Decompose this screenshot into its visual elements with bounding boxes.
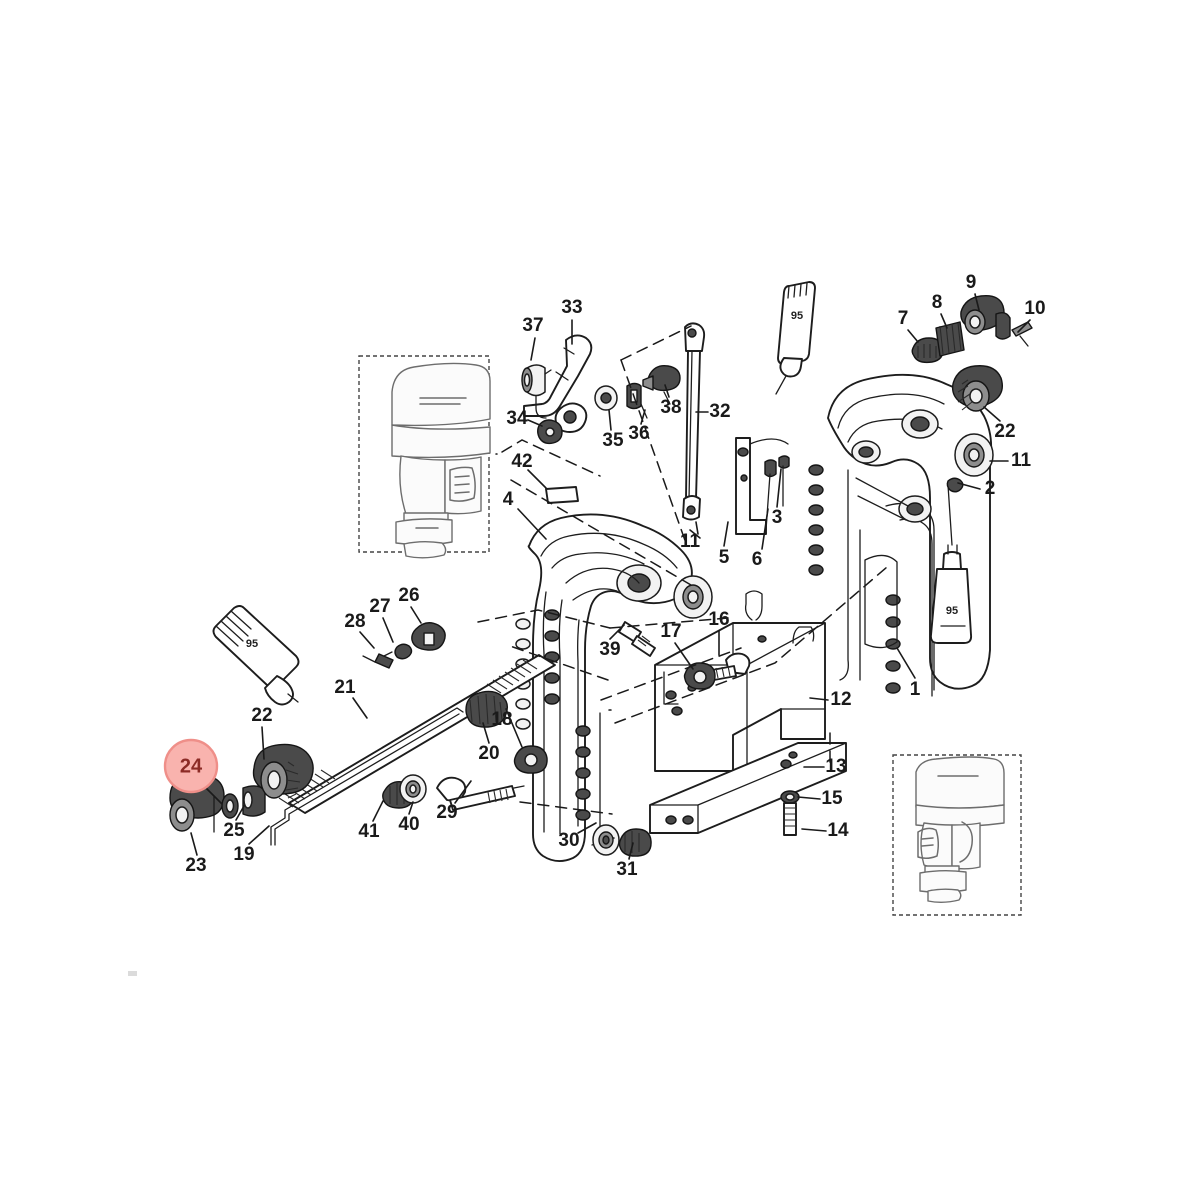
- hardware-16-17-39: [618, 621, 751, 690]
- hardware-14-15: [780, 790, 800, 836]
- callout-25: 25: [223, 820, 245, 841]
- anode-bracket-group: [735, 437, 790, 535]
- callout-14: 14: [827, 820, 849, 841]
- callout-1: 1: [910, 679, 921, 700]
- lubricant-tube-label-lower-left: 95: [246, 638, 258, 650]
- assembly-guide-lines: [477, 325, 888, 839]
- callout-11-right: 11: [1011, 450, 1032, 471]
- bolt-29: [436, 776, 525, 811]
- callout-7: 7: [898, 308, 909, 329]
- callout-16: 16: [708, 609, 729, 630]
- callout-41: 41: [358, 821, 380, 842]
- hardware-upper-right: [911, 295, 1033, 364]
- part-37-pin: [521, 364, 552, 397]
- callout-2: 2: [985, 478, 996, 499]
- hardware-right-nut-seal: [946, 365, 1004, 493]
- callout-12: 12: [830, 689, 851, 710]
- bushing-group-left: [169, 743, 314, 833]
- callout-3: 3: [772, 507, 783, 528]
- hardware-41-40: [382, 774, 427, 809]
- inset-upper-left: [358, 355, 491, 559]
- callout-39: 39: [599, 639, 620, 660]
- scan-artifact: [128, 971, 137, 976]
- callout-8: 8: [932, 292, 943, 313]
- callout-9: 9: [966, 272, 977, 293]
- callout-38: 38: [660, 397, 681, 418]
- callout-29: 29: [436, 802, 457, 823]
- callout-17: 17: [660, 621, 681, 642]
- callout-19: 19: [233, 844, 254, 865]
- callout-37: 37: [522, 315, 543, 336]
- hardware-26-27-28: [362, 622, 446, 669]
- callout-11-left: 11: [680, 531, 701, 552]
- seal-11-left: [673, 575, 713, 619]
- callout-18: 18: [491, 709, 512, 730]
- callout-4: 4: [503, 489, 514, 510]
- part-38-bolt: [642, 364, 681, 405]
- swivel-bracket-left: [515, 513, 693, 862]
- callout-15: 15: [821, 788, 843, 809]
- callout-leaders: [190, 293, 1031, 860]
- highlighted-callout-24[interactable]: 24: [163, 738, 223, 805]
- callout-31: 31: [616, 859, 638, 880]
- callout-40: 40: [398, 814, 419, 835]
- inset-lower-right: [892, 754, 1022, 916]
- lubricant-bottle-label: 95: [946, 605, 958, 617]
- callout-13: 13: [825, 756, 846, 777]
- part-35-washer: [594, 385, 618, 411]
- callout-10: 10: [1024, 298, 1045, 319]
- callout-27: 27: [369, 596, 390, 617]
- lubricant-tube-upper-right: 95: [775, 281, 816, 395]
- callout-20: 20: [478, 743, 499, 764]
- lubricant-bottle-right: 95: [929, 484, 973, 644]
- callout-32: 32: [709, 401, 730, 422]
- callout-23: 23: [185, 855, 206, 876]
- callout-26: 26: [398, 585, 419, 606]
- callout-30: 30: [558, 830, 579, 851]
- lubricant-tube-label-upper-right: 95: [791, 310, 803, 322]
- highlight-number-24: 24: [180, 755, 203, 777]
- highlight-circle-24[interactable]: [163, 738, 219, 794]
- callout-35: 35: [602, 430, 624, 451]
- callout-6: 6: [752, 549, 763, 570]
- lubricant-tube-lower-left: 95: [212, 605, 300, 706]
- callout-33: 33: [561, 297, 582, 318]
- tilt-rod-32: [682, 322, 706, 521]
- callout-22-right: 22: [994, 421, 1015, 442]
- callout-34: 34: [506, 408, 528, 429]
- linkage-arm-33: [523, 334, 593, 433]
- callout-36: 36: [628, 423, 649, 444]
- hardware-30-31: [592, 824, 652, 857]
- callout-28: 28: [344, 611, 365, 632]
- callout-numbers: 1 2 3 4 5 6 7 8 9 10 11 11 12 13 14 15 1…: [185, 272, 1045, 880]
- part-42-plate: [545, 486, 579, 504]
- callout-21: 21: [334, 677, 356, 698]
- part-34-nut: [537, 419, 563, 445]
- callout-5: 5: [719, 547, 730, 568]
- callout-22-left: 22: [251, 705, 272, 726]
- callout-42: 42: [511, 451, 532, 472]
- boot-20-nut-18: [465, 690, 548, 774]
